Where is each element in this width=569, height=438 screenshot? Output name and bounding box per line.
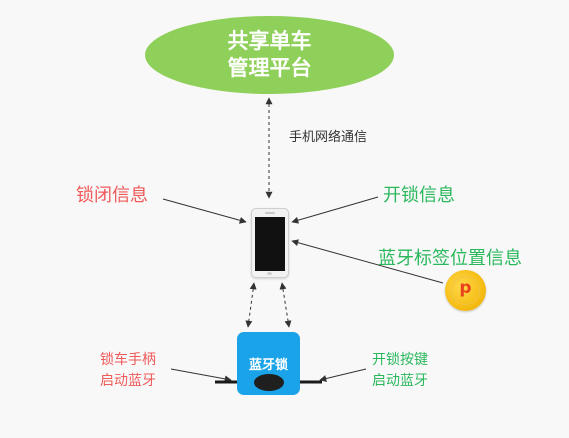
phone-home-button <box>267 272 272 275</box>
button-arrow <box>319 368 367 382</box>
button-label-line2: 启动蓝牙 <box>372 373 428 389</box>
platform-title-line1: 共享单车 <box>227 29 312 53</box>
phone-screen <box>255 217 285 271</box>
beacon-coin-icon: p <box>445 270 486 311</box>
unlock-arrow <box>291 196 379 224</box>
bluetooth-lock-label: 蓝牙锁 <box>248 358 288 373</box>
beacon-coin-glyph: p <box>459 278 472 298</box>
beacon-arrow <box>291 239 444 284</box>
phone-icon <box>251 208 289 278</box>
unlock-info-label: 开锁信息 <box>383 185 455 206</box>
beacon-coin-ring <box>451 276 480 305</box>
handle-label-line1: 锁车手柄 <box>100 352 156 368</box>
phone-lock-link-right <box>279 282 292 328</box>
platform-title-line2: 管理平台 <box>227 56 312 80</box>
platform-ellipse: 共享单车 管理平台 <box>145 16 394 94</box>
lock-keyhole <box>254 374 284 391</box>
button-label-line1: 开锁按键 <box>372 352 428 368</box>
handle-label-line2: 启动蓝牙 <box>100 373 156 389</box>
phone-lock-link-left <box>245 282 257 328</box>
handle-arrow <box>170 368 232 383</box>
beacon-location-info-label: 蓝牙标签位置信息 <box>378 248 522 269</box>
lock-closed-info-label: 锁闭信息 <box>76 185 148 206</box>
bluetooth-lock-icon: 蓝牙锁 <box>237 332 300 395</box>
network-label: 手机网络通信 <box>289 130 368 145</box>
phone-speaker <box>265 212 275 214</box>
lock-closed-arrow <box>162 198 247 224</box>
